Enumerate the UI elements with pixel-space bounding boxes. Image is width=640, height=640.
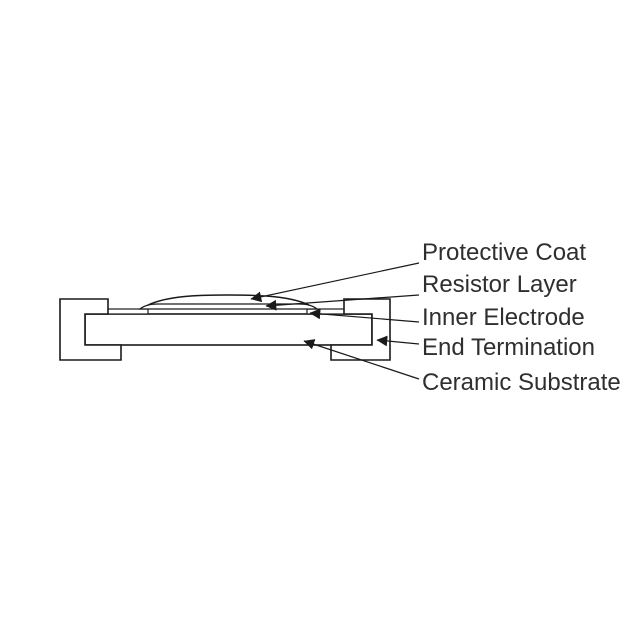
label-ceramic-substrate: Ceramic Substrate <box>422 369 621 396</box>
leader-line-protective-coat <box>250 262 420 303</box>
leader-line-end-termination <box>376 335 420 347</box>
left-end-termination-shape <box>59 298 122 361</box>
protective-coat-shape <box>147 294 310 306</box>
leader-line-ceramic-substrate <box>303 339 420 380</box>
label-end-termination: End Termination <box>422 334 595 361</box>
leader-line-inner-electrode <box>309 308 420 323</box>
ceramic-substrate-shape <box>84 313 373 346</box>
leader-line-resistor-layer <box>265 294 420 311</box>
label-protective-coat: Protective Coat <box>422 239 587 266</box>
label-inner-electrode: Inner Electrode <box>422 304 585 331</box>
label-resistor-layer: Resistor Layer <box>422 271 577 298</box>
